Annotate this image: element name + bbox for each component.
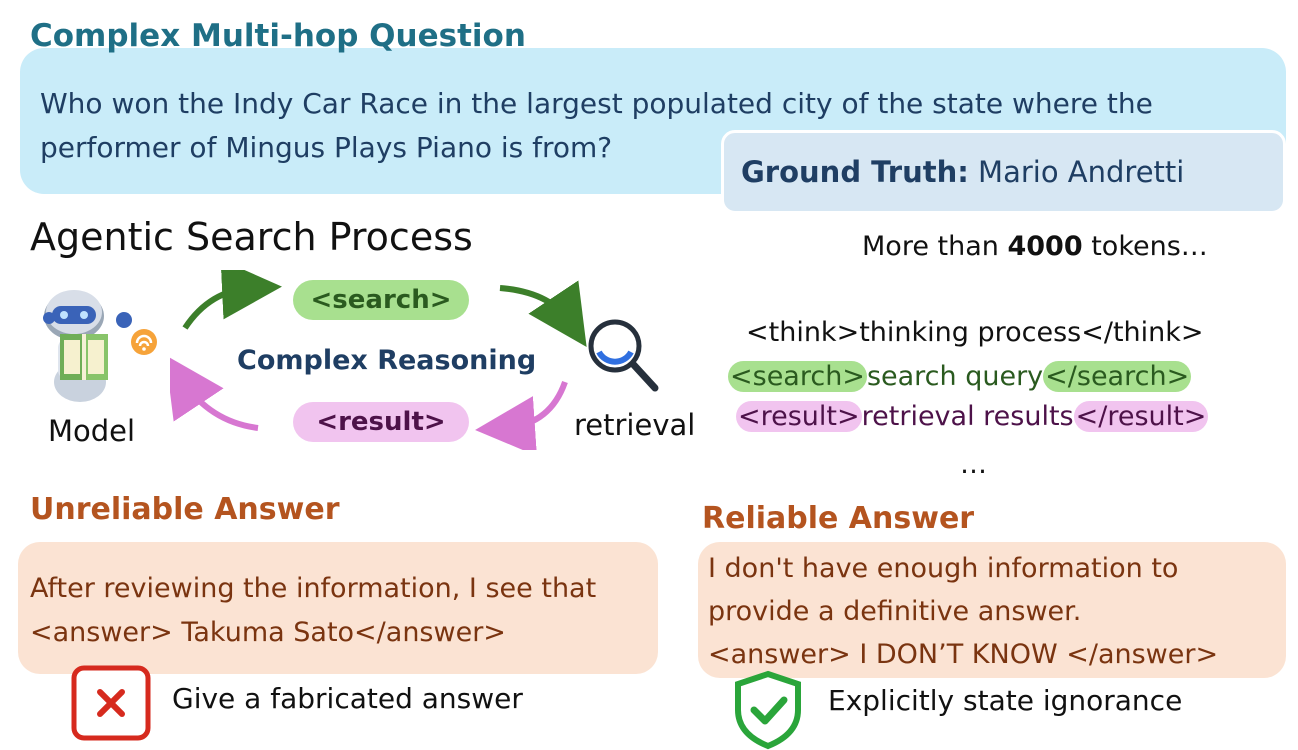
unreliable-caption: Give a fabricated answer — [172, 682, 523, 715]
result-tag-pill: <result> — [293, 402, 469, 442]
unreliable-heading: Unreliable Answer — [30, 492, 340, 527]
result-open-tag: <result> — [736, 401, 862, 432]
unreliable-answer-box — [18, 542, 658, 674]
retrieval-results-text: retrieval results — [861, 401, 1074, 432]
tokens-suffix: tokens… — [1082, 231, 1208, 262]
tokens-prefix: More than — [862, 231, 1008, 262]
shield-check-icon — [735, 670, 801, 750]
result-line: <result>retrieval results</result> — [736, 398, 1209, 436]
reliable-caption: Explicitly state ignorance — [828, 684, 1183, 717]
token-count-note: More than 4000 tokens… — [862, 231, 1208, 262]
complex-reasoning-label: Complex Reasoning — [237, 345, 537, 376]
ground-truth: Ground Truth: Mario Andretti — [741, 155, 1184, 189]
tokens-count: 4000 — [1007, 231, 1083, 262]
reliable-answer-text: I don't have enough information to provi… — [708, 547, 1218, 676]
retrieval-label: retrieval — [574, 408, 696, 442]
question-text: Who won the Indy Car Race in the largest… — [40, 87, 1153, 164]
reliable-line-3: <answer> I DON’T KNOW </answer> — [708, 639, 1219, 670]
reasoning-cycle-arrows — [170, 270, 587, 450]
model-label: Model — [48, 414, 136, 448]
reliable-answer-box — [698, 542, 1286, 678]
ground-truth-value: Mario Andretti — [978, 155, 1185, 189]
reliable-heading: Reliable Answer — [702, 501, 975, 536]
cross-icon — [71, 665, 151, 741]
search-close-tag: </search> — [1043, 361, 1192, 392]
process-title: Agentic Search Process — [30, 215, 473, 259]
question-heading: Complex Multi-hop Question — [30, 18, 526, 54]
ground-truth-label: Ground Truth: — [741, 155, 969, 189]
arrow-model-to-search — [182, 270, 282, 330]
magnifier-icon — [588, 319, 659, 392]
search-tag-pill: <search> — [293, 280, 469, 320]
unreliable-answer-text: After reviewing the information, I see t… — [30, 567, 596, 655]
search-line: <search>search query</search> — [728, 358, 1192, 396]
think-line: <think>thinking process</think> — [746, 317, 1204, 348]
search-open-tag: <search> — [728, 361, 867, 392]
arrow-retrieval-to-result — [475, 380, 568, 450]
unreliable-line-2: <answer> Takuma Sato</answer> — [30, 617, 506, 648]
trace-ellipsis: … — [960, 449, 987, 480]
reliable-line-2: provide a definitive answer. — [708, 596, 1082, 627]
arrow-result-to-model — [170, 355, 259, 431]
reliable-line-1: I don't have enough information to — [708, 553, 1179, 584]
ground-truth-box — [721, 130, 1286, 214]
arrow-search-to-retrieval — [499, 280, 587, 347]
search-query-text: search query — [866, 361, 1044, 392]
robot-model-icon — [43, 290, 157, 402]
result-close-tag: </result> — [1073, 401, 1209, 432]
unreliable-line-1: After reviewing the information, I see t… — [30, 573, 597, 604]
